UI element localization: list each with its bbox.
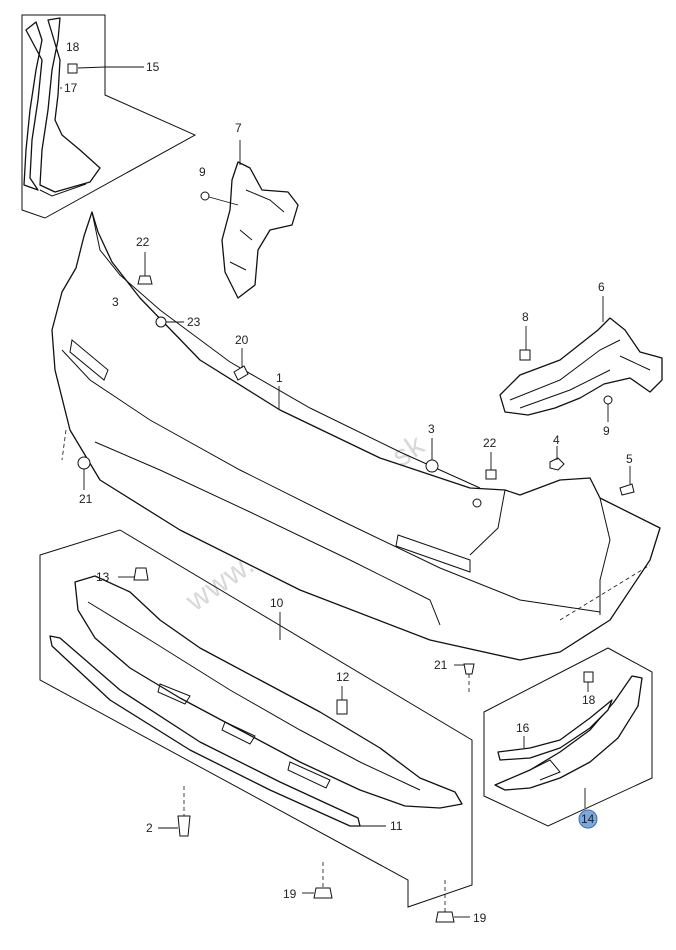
inset-left-bracket <box>21 14 197 219</box>
callout-15[interactable]: 15 <box>146 60 160 74</box>
clip-19-right <box>435 880 470 923</box>
callout-21-left[interactable]: 21 <box>79 492 93 506</box>
callout-13[interactable]: 13 <box>96 570 110 584</box>
nut-4 <box>549 446 565 471</box>
inset-lower-panel <box>39 529 473 908</box>
callout-18-top[interactable]: 18 <box>66 40 80 54</box>
callout-23[interactable]: 23 <box>187 315 201 329</box>
screw-21-right <box>454 663 475 692</box>
callout-17[interactable]: 17 <box>64 81 78 95</box>
callout-20[interactable]: 20 <box>235 333 249 347</box>
callout-9-top[interactable]: 9 <box>199 165 206 179</box>
inset-right-moulding <box>483 647 653 827</box>
side-bracket-7 <box>200 140 299 299</box>
callout-10[interactable]: 10 <box>270 596 284 610</box>
callout-8[interactable]: 8 <box>522 310 529 324</box>
bolt-3 <box>425 438 439 473</box>
nut-23 <box>155 316 184 328</box>
callout-3-left[interactable]: 3 <box>112 295 119 309</box>
callout-6[interactable]: 6 <box>598 280 605 294</box>
callout-22-right[interactable]: 22 <box>483 436 497 450</box>
callout-19-right[interactable]: 19 <box>473 911 487 925</box>
side-bracket-6 <box>499 296 663 422</box>
callout-11[interactable]: 11 <box>390 819 403 833</box>
callout-22-upper[interactable]: 22 <box>136 235 150 249</box>
callout-12[interactable]: 12 <box>336 670 350 684</box>
callout-1[interactable]: 1 <box>276 371 283 385</box>
callout-21-right[interactable]: 21 <box>434 658 448 672</box>
clip-22-upper <box>137 252 153 285</box>
rear-bumper-cover <box>51 211 661 661</box>
callout-14-highlight[interactable] <box>578 809 598 829</box>
callout-16[interactable]: 16 <box>516 721 530 735</box>
screw-5 <box>619 466 635 496</box>
callout-14[interactable]: 14 <box>581 812 595 826</box>
clip-22-right <box>485 452 497 480</box>
callout-5[interactable]: 5 <box>626 452 633 466</box>
callout-18-right[interactable]: 18 <box>582 693 596 707</box>
callout-19-left[interactable]: 19 <box>283 887 297 901</box>
callout-2[interactable]: 2 <box>146 821 153 835</box>
callout-7[interactable]: 7 <box>235 121 242 135</box>
bolt-2 <box>158 786 191 837</box>
callout-9-right[interactable]: 9 <box>603 424 610 438</box>
callout-3[interactable]: 3 <box>428 422 435 436</box>
callout-4[interactable]: 4 <box>553 433 560 447</box>
clip-19-left <box>302 862 333 899</box>
screw-20 <box>233 348 249 381</box>
screw-21-left <box>77 456 91 490</box>
